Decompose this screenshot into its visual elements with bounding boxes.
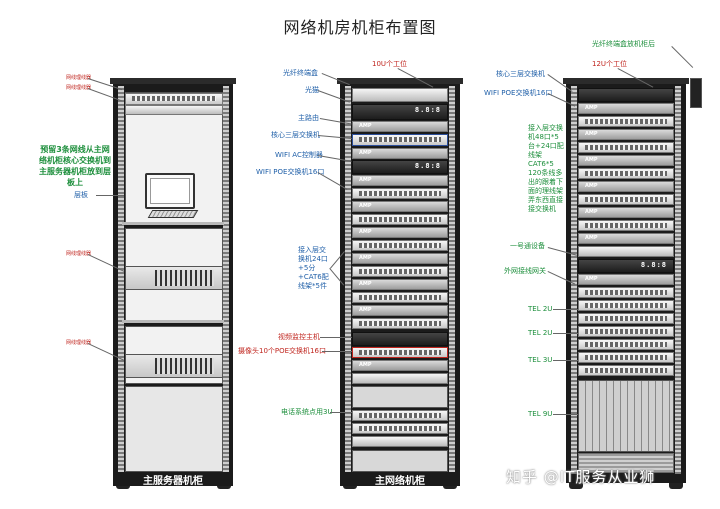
amp-unit: AMP (352, 121, 448, 132)
label-tel-2u-b: TEL 2U (528, 329, 553, 337)
label-cable-manager: 网线理线器 (66, 75, 92, 81)
label-phone-system: 电话系统点用3U (281, 408, 333, 416)
label-tel-3u: TEL 3U (528, 356, 553, 364)
external-gateway: 8.8:8 (578, 259, 674, 273)
label-modem: 光猫 (305, 86, 319, 94)
keyboard-icon (147, 210, 199, 218)
diagram-title: 网络机房机柜布置图 (283, 18, 437, 37)
label-shelf: 层板 (74, 191, 88, 199)
core-switch (352, 134, 448, 146)
label-fiber-box-rear: 光纤终端盒放机柜后 (592, 40, 655, 48)
shelf (122, 222, 224, 225)
tel-patch (578, 287, 674, 298)
one-number-device (578, 246, 674, 257)
label-camera-switch: 摄像头10个POE交换机16口 (238, 347, 326, 355)
label-access-switch: 接入层交换机24口+5分+CAT6配线架*5件 (298, 246, 329, 290)
rack-name: 主网络机柜 (340, 472, 460, 487)
watermark: 知乎 @IT服务从业狮 (506, 468, 656, 486)
label-tel-2u-a: TEL 2U (528, 305, 553, 313)
fiber-terminal-box (352, 88, 448, 102)
label-cable-manager: 网线理线器 (66, 340, 92, 346)
poe-switch (352, 188, 448, 199)
label-access-right: 接入层交换机48口*5台+24口配线架CAT6*5 120条线多出的跟着下面的理… (528, 124, 564, 213)
wifi-ac-controller: 8.8:8 (352, 160, 448, 174)
label-cable-manager: 网线理线器 (66, 85, 92, 91)
label-units-right: 12U个工位 (592, 60, 628, 68)
cable-manager (125, 105, 223, 115)
label-poe-right: WIFI POE交换机16口 (484, 89, 553, 97)
label-one-number: 一号通设备 (510, 242, 545, 250)
cable-manager (125, 93, 223, 105)
label-router: 主路由 (298, 114, 319, 122)
server-unit (125, 354, 223, 378)
video-surveillance-host (352, 332, 448, 346)
label-reserved-cables: 预留3条网线从主网络机柜核心交换机到主服务器机柜放到层板上 (39, 145, 111, 187)
fiber-box-rear (690, 78, 702, 108)
label-core-switch: 核心三层交换机 (271, 131, 320, 139)
label-cable-manager: 网线理线器 (66, 251, 92, 257)
label-wifi-poe: WIFI POE交换机16口 (256, 168, 325, 176)
label-external-gateway: 外网接线网关 (504, 267, 546, 275)
monitor-icon (145, 173, 195, 209)
telephone-exchange (578, 380, 674, 452)
label-core-switch-right: 核心三层交换机 (496, 70, 545, 78)
label-tel-9u: TEL 9U (528, 410, 553, 418)
rack-name: 主服务器机柜 (113, 472, 233, 487)
server-unit (125, 266, 223, 290)
optical-modem: 8.8:8 (352, 104, 448, 120)
core-switch (578, 88, 674, 102)
phone-system (352, 410, 448, 421)
label-fiber-box: 光纤终端盒 (283, 69, 318, 77)
label-units-middle: 10U个工位 (372, 60, 408, 68)
camera-poe-switch (352, 347, 448, 358)
label-wifi-ac: WIFI AC控制器 (275, 151, 323, 159)
access-switch (352, 214, 448, 225)
label-video-host: 视频监控主机 (278, 333, 320, 341)
